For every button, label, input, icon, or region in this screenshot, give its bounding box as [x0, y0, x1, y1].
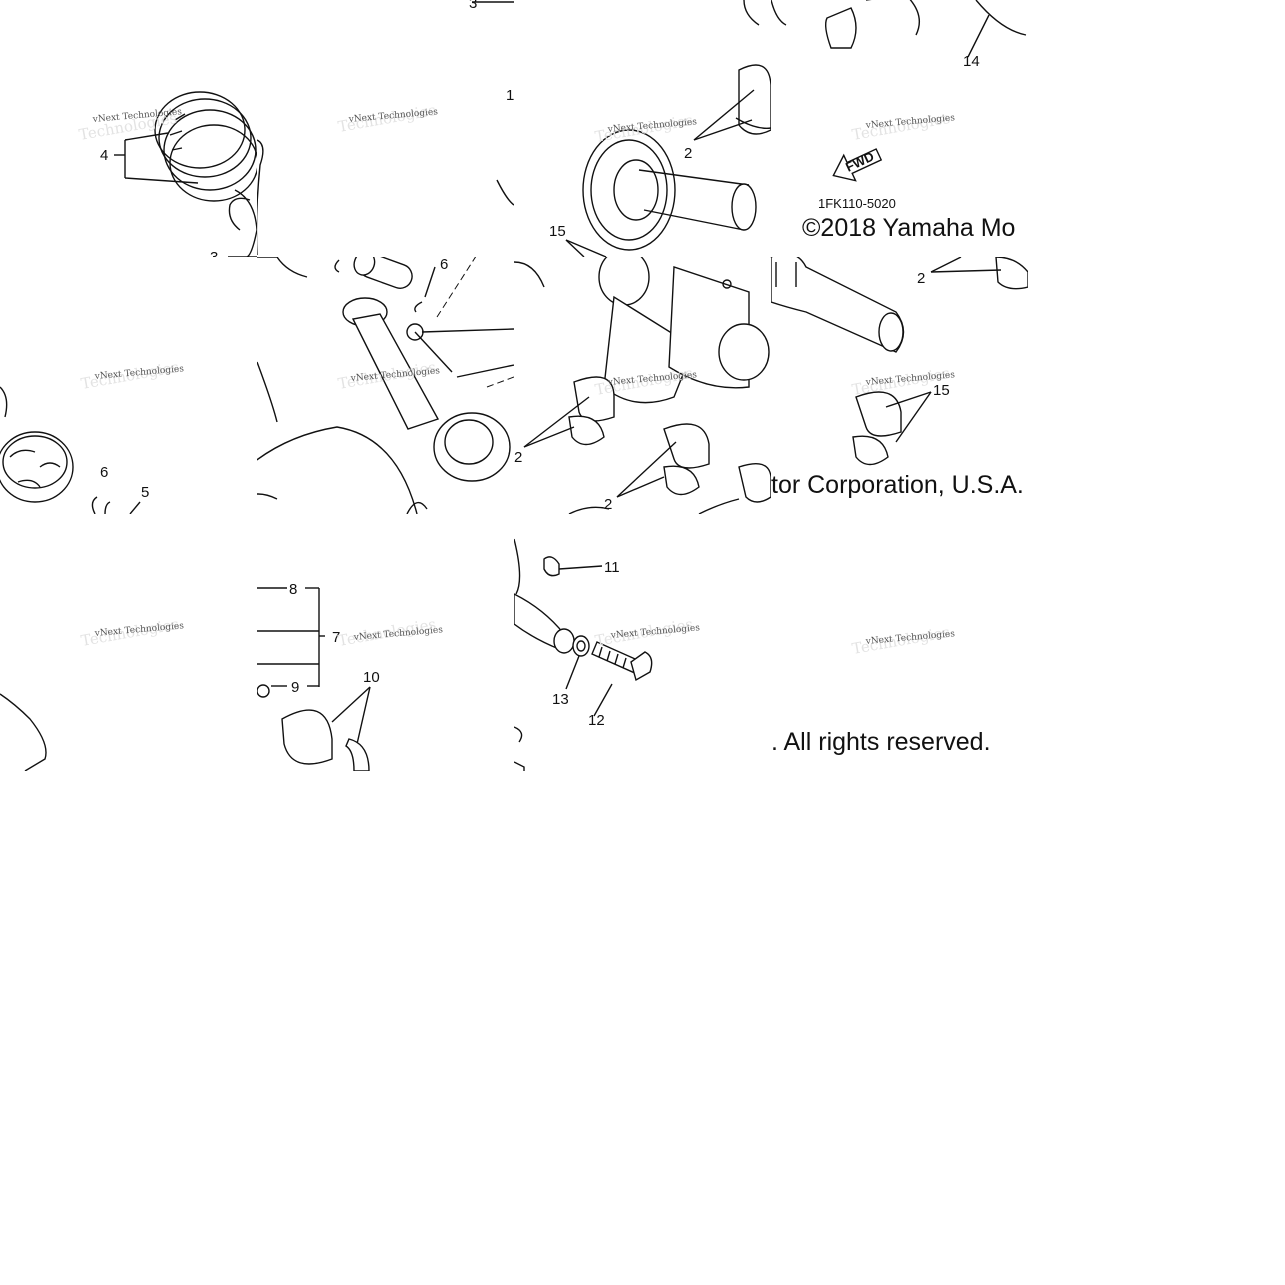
copyright-line-2: tor Corporation, U.S.A. — [771, 471, 1024, 499]
empty-tile-drawing: Technologies vNext Technologies — [851, 623, 956, 658]
callout-15-upper: 15 — [549, 223, 566, 240]
diagram-tile-crankshaft: 2 2 Technologies vNext Technologies — [514, 257, 771, 514]
callout-3: 3 — [469, 0, 477, 12]
diagram-tile-piston-rings: 4 3 Technologies vNext Technologies — [0, 0, 257, 257]
shaft-end-drawing: 2 15 Technologies vNext Technologies — [771, 257, 1028, 466]
callout-14: 14 — [963, 53, 980, 70]
connecting-rod-drawing: 6 Technologies vNext Technologies — [257, 257, 514, 514]
piston-drawing: 6 5 Technologies vNext Technologies — [0, 358, 185, 514]
ring-set-drawing: 8 7 9 10 Technologies vNext Technologies — [257, 581, 444, 771]
copyright-line-3: . All rights reserved. — [771, 728, 991, 756]
callout-9: 9 — [291, 679, 299, 696]
bolt-drawing: 11 13 12 Technologies vNext Technologies — [514, 538, 701, 771]
callout-11: 11 — [604, 559, 620, 576]
diagram-tile-piston-pin: 3 1 Technologies vNext Technologies — [257, 0, 514, 257]
callout-1: 1 — [506, 87, 514, 104]
fwd-arrow-icon — [832, 148, 883, 182]
callout-13: 13 — [552, 691, 569, 708]
callout-2-upper: 2 — [684, 145, 692, 162]
diagram-tile-fwd: 14 FWD 1FK110-5020 Technologies vNext Te… — [771, 0, 1028, 257]
callout-5: 5 — [141, 484, 149, 501]
crank-web-drawing: Technologies vNext Technologies — [0, 615, 185, 771]
callout-2-mid: 2 — [604, 496, 612, 513]
callout-10: 10 — [363, 669, 380, 686]
callout-6-left: 6 — [100, 464, 108, 481]
crankshaft-drawing: 2 2 Technologies vNext Technologies — [514, 257, 771, 514]
fwd-drawing: 14 FWD 1FK110-5020 Technologies vNext Te… — [771, 0, 1027, 211]
callout-6-right: 6 — [440, 257, 448, 273]
piston-pin-drawing: 3 1 Technologies vNext Technologies — [257, 0, 514, 255]
callout-15-right: 15 — [933, 382, 950, 399]
callout-8: 8 — [289, 581, 297, 598]
diagram-tile-connecting-rod: 6 Technologies vNext Technologies — [257, 257, 514, 514]
callout-12: 12 — [588, 712, 605, 729]
diagram-tile-ring-set: 8 7 9 10 Technologies vNext Technologies — [257, 514, 514, 771]
piston-rings-drawing: 4 3 Technologies vNext Technologies — [78, 91, 257, 257]
diagram-tile-bolt: 11 13 12 Technologies vNext Technologies — [514, 514, 771, 771]
diagram-tile-balancer-gear: 2 15 Technologies vNext Technologies — [514, 0, 771, 257]
balancer-gear-drawing: 2 15 Technologies vNext Technologies — [549, 0, 771, 257]
copyright-line-1: ©2018 Yamaha Mo — [802, 214, 1016, 242]
diagram-tile-shaft-end: 2 15 Technologies vNext Technologies — [771, 257, 1028, 514]
diagram-tile-empty: Technologies vNext Technologies — [771, 514, 1028, 771]
diagram-tile-piston: 6 5 Technologies vNext Technologies — [0, 257, 257, 514]
callout-2-left: 2 — [514, 449, 522, 466]
diagram-tile-crank-web: Technologies vNext Technologies — [0, 514, 257, 771]
part-code: 1FK110-5020 — [818, 196, 896, 211]
callout-7: 7 — [332, 629, 340, 646]
callout-2-right: 2 — [917, 270, 925, 287]
callout-3-partial: 3 — [210, 249, 218, 257]
callout-4: 4 — [100, 147, 108, 164]
fwd-label: FWD — [843, 149, 876, 175]
